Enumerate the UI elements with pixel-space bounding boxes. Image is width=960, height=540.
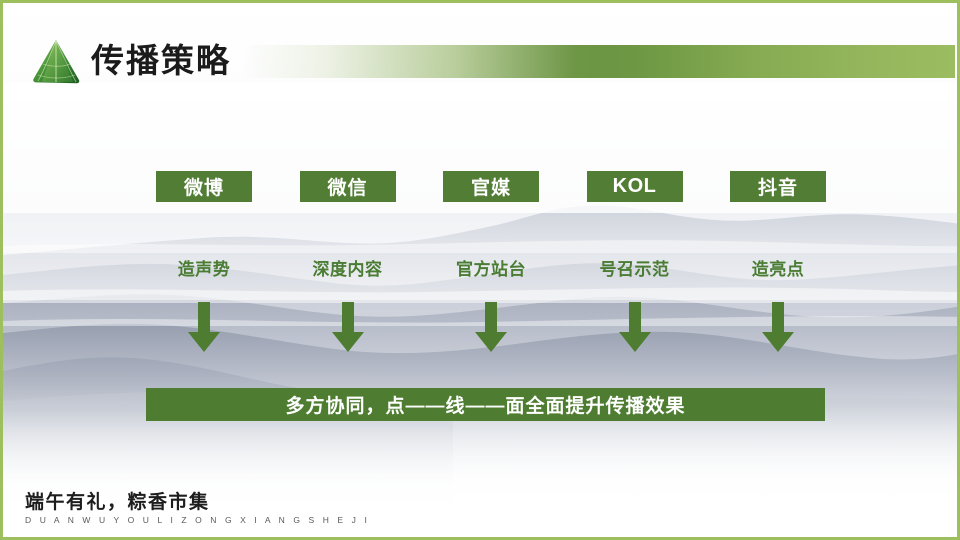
down-arrow-icon [188,302,220,352]
summary-banner: 多方协同，点——线——面全面提升传播效果 [146,388,825,421]
channel-role-wechat: 深度内容 [312,260,383,279]
footer-brand: 端午有礼，粽香市集 D U A N W U Y O U L I Z O N G … [25,492,370,526]
footer-brand-cn: 端午有礼，粽香市集 [25,492,210,513]
channel-column-official-media: 官媒 官方站台 [433,171,549,366]
channel-chip-wechat[interactable]: 微信 [299,171,396,202]
zongzi-icon [33,40,80,84]
channel-column-kol: KOL 号召示范 [577,171,693,366]
page-title: 传播策略 [91,42,231,79]
channel-chip-official-media[interactable]: 官媒 [443,171,539,202]
channel-column-weibo: 微博 造声势 [146,171,262,366]
summary-banner-text: 多方协同，点——线——面全面提升传播效果 [285,396,686,417]
hill-left-foreground [3,357,453,503]
down-arrow-icon [618,302,651,352]
channel-role-official-media: 官方站台 [456,260,526,279]
channel-role-douyin: 造亮点 [751,260,805,279]
footer-brand-pinyin: D U A N W U Y O U L I Z O N G X I A N G … [25,515,370,525]
down-arrow-icon [331,302,364,352]
channel-role-kol: 号召示范 [599,260,670,279]
channel-chip-kol[interactable]: KOL [586,171,683,202]
channel-column-douyin: 抖音 造亮点 [720,171,836,366]
channel-chip-weibo[interactable]: 微博 [156,171,252,202]
channel-column-wechat: 微信 深度内容 [290,171,406,366]
channel-role-weibo: 造声势 [177,260,231,279]
down-arrow-icon [475,302,507,352]
channel-chip-douyin[interactable]: 抖音 [730,171,826,202]
down-arrow-icon [762,302,794,352]
channel-columns: 微博 造声势 微信 深度内容 官媒 官方站台 KOL 号召示范 [146,171,836,366]
header-gradient-bar [241,45,955,78]
